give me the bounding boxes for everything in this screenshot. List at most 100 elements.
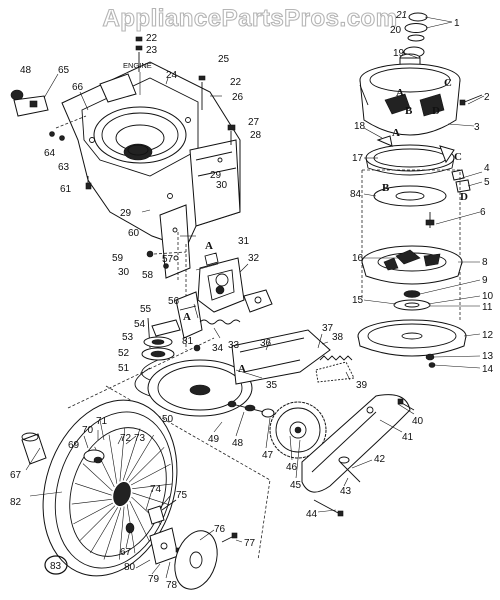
callout-numbers: 1 21 20 19 2 3 18 17 4 5 84 6 16 8 9 10 … (10, 10, 494, 591)
wheel-spoke (119, 506, 125, 560)
callout-circle (44, 555, 68, 575)
callout: 2 (484, 92, 490, 103)
callout: 38 (332, 332, 344, 343)
callout: 3 (474, 122, 480, 133)
callout: 73 (134, 433, 146, 444)
callout: 69 (68, 440, 80, 451)
callout: 48 (232, 438, 244, 449)
callout: 74 (150, 484, 162, 495)
callout: 23 (146, 45, 158, 56)
belt-drive-50 (134, 359, 253, 417)
bolt-34 (193, 344, 201, 352)
bolts-59-58 (146, 250, 187, 269)
dash-frame-center (67, 337, 271, 561)
pulley-52-53 (141, 336, 175, 361)
callout: 6 (480, 207, 486, 218)
callout: 27 (248, 117, 260, 128)
callout: 29 (210, 170, 222, 181)
callout: 65 (58, 65, 70, 76)
pulley-12 (357, 319, 467, 357)
callout: 24 (166, 70, 178, 81)
wheel-spoke (103, 507, 122, 560)
shaft-47-48 (227, 400, 297, 421)
callout: 72 (120, 433, 132, 444)
top-bolts (135, 36, 236, 145)
ref-letter-a: A (392, 127, 400, 139)
callout: 44 (306, 509, 318, 520)
callout: 61 (60, 184, 72, 195)
callout: 17 (352, 153, 364, 164)
callout: 80 (124, 562, 136, 573)
clutch-cup-3 (359, 63, 461, 136)
callout: 32 (248, 253, 260, 264)
callout: 1 (454, 18, 460, 29)
wheel-spoke (126, 434, 154, 481)
hub-parts-74-80 (125, 499, 183, 565)
pin-6 (425, 212, 435, 228)
left-bracket-65 (10, 89, 49, 117)
callout: 67 (10, 470, 22, 481)
callout: 81 (182, 336, 194, 347)
wheel-spoke (79, 505, 116, 541)
bolt-61 (85, 176, 92, 190)
callout: 48 (20, 65, 32, 76)
wheel-spoke (122, 428, 141, 481)
wheel-spoke (82, 463, 113, 492)
wheel-spoke (119, 428, 125, 482)
callout: 75 (176, 490, 188, 501)
callout: 70 (82, 425, 94, 436)
callout: 58 (142, 270, 154, 281)
callout: 4 (484, 163, 490, 174)
washers-10-11-15 (393, 299, 431, 311)
hardware-63-64 (49, 115, 87, 141)
callout: 12 (482, 330, 494, 341)
leader-lines (25, 16, 485, 579)
ref-letter-c: C (454, 151, 462, 163)
chassis-housing (61, 61, 241, 249)
sprocket-45-46 (269, 401, 327, 459)
callout: 11 (482, 302, 493, 313)
clutch-plate-8 (361, 245, 463, 285)
wheel-spoke (132, 492, 169, 505)
bolt-44 (313, 499, 344, 517)
callout: 66 (72, 82, 84, 93)
wheel-spoke (73, 502, 114, 525)
callout: 19 (393, 48, 405, 59)
callout: 84 (350, 189, 362, 200)
callout: 22 (230, 77, 242, 88)
callout: 79 (148, 574, 160, 585)
engine-label: ENGINE (123, 61, 152, 70)
spring-33 (199, 319, 241, 325)
callout: 45 (290, 480, 302, 491)
hub-67-69-70 (21, 432, 105, 465)
wheel-spoke (71, 499, 112, 505)
callout: 76 (214, 524, 226, 535)
callout: 46 (286, 462, 298, 473)
callout: 78 (166, 580, 178, 591)
callout: 22 (146, 33, 158, 44)
ref-letter-a: A (183, 311, 191, 323)
ref-letter-d: D (460, 191, 468, 203)
nut-13-14 (425, 353, 436, 368)
wheel-spoke (132, 483, 173, 489)
ref-letter-a: A (205, 240, 213, 252)
callout: 31 (238, 236, 250, 247)
callout: 63 (58, 162, 70, 173)
watermark: AppliancePartsPros.com (102, 5, 397, 32)
wheel-spoke (130, 463, 171, 486)
callout: 71 (96, 416, 108, 427)
callout: 14 (482, 364, 494, 375)
callout: 43 (340, 486, 352, 497)
callout: 54 (134, 319, 146, 330)
pin-2 (459, 94, 483, 106)
callout: 40 (412, 416, 424, 427)
callout: 30 (216, 180, 228, 191)
clutch-washers-1-21 (403, 12, 428, 58)
callout: 47 (262, 450, 274, 461)
lower-bracket (159, 204, 191, 279)
callout: 16 (352, 253, 364, 264)
callout: 13 (482, 351, 494, 362)
callout: 41 (402, 432, 414, 443)
hubcap-76 (174, 530, 218, 590)
callout: 57 (162, 254, 174, 265)
